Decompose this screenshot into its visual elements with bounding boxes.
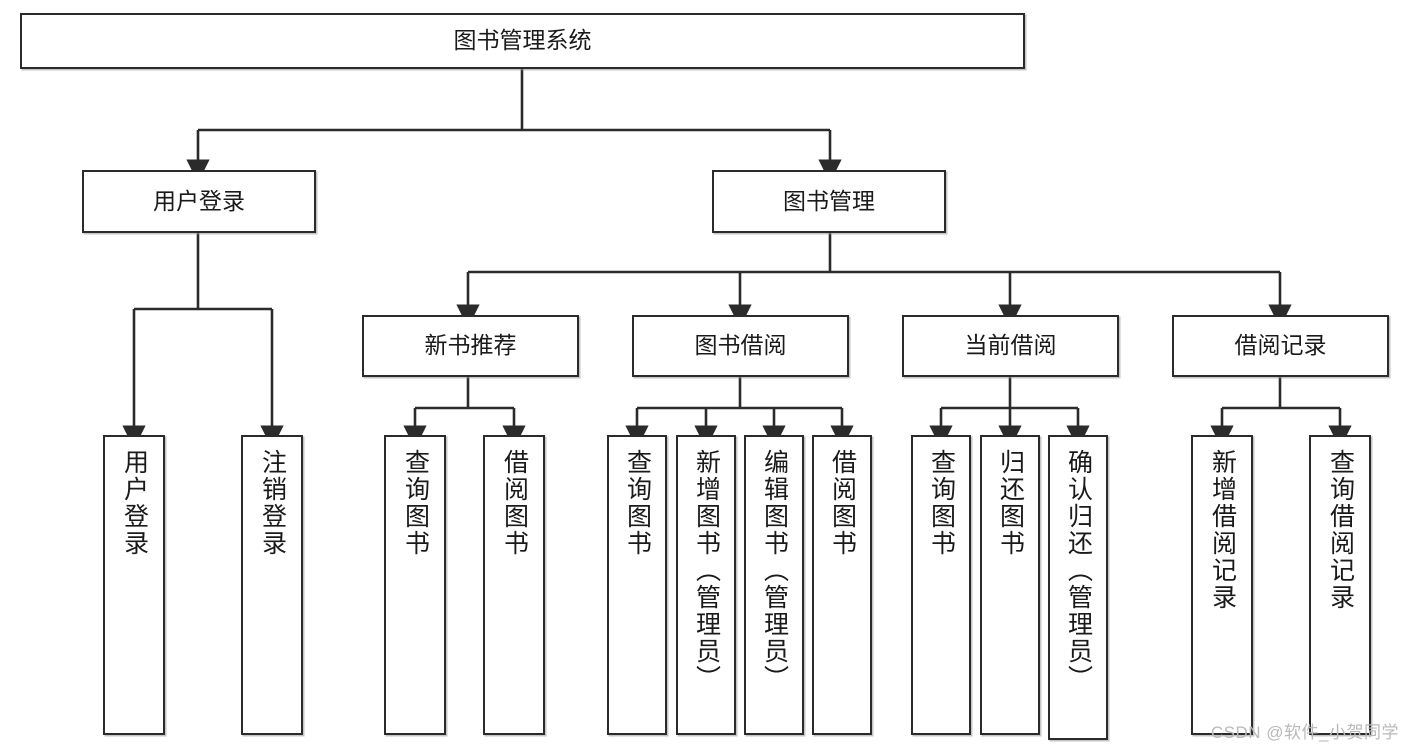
node-book-management[interactable]: 图书管理 bbox=[712, 170, 946, 233]
node-leaf-user-login[interactable]: 用户登录 bbox=[103, 435, 165, 735]
node-root[interactable]: 图书管理系统 bbox=[20, 13, 1025, 69]
node-leaf-add-record[interactable]: 新增借阅记录 bbox=[1191, 435, 1253, 735]
node-new-book-recommend-label: 新书推荐 bbox=[424, 332, 517, 359]
node-leaf-return-book-label: 归还图书 bbox=[996, 449, 1025, 557]
node-root-label: 图书管理系统 bbox=[453, 27, 592, 54]
node-leaf-edit-book-label: 编辑图书（管理员） bbox=[760, 449, 789, 692]
node-borrow-record-label: 借阅记录 bbox=[1234, 332, 1327, 359]
node-leaf-add-book[interactable]: 新增图书（管理员） bbox=[676, 435, 736, 735]
node-leaf-edit-book[interactable]: 编辑图书（管理员） bbox=[744, 435, 804, 735]
node-leaf-borrow-book-2[interactable]: 借阅图书 bbox=[812, 435, 872, 735]
node-leaf-logout-login[interactable]: 注销登录 bbox=[241, 435, 303, 735]
node-leaf-add-book-label: 新增图书（管理员） bbox=[692, 449, 721, 692]
node-leaf-query-book-2-label: 查询图书 bbox=[623, 449, 652, 557]
node-leaf-query-book-3-label: 查询图书 bbox=[927, 449, 956, 557]
node-user-login[interactable]: 用户登录 bbox=[82, 170, 316, 233]
node-leaf-borrow-book-1[interactable]: 借阅图书 bbox=[483, 435, 545, 735]
node-leaf-query-record-label: 查询借阅记录 bbox=[1326, 449, 1355, 611]
node-leaf-query-book-2[interactable]: 查询图书 bbox=[607, 435, 667, 735]
node-leaf-logout-login-label: 注销登录 bbox=[258, 449, 287, 557]
node-leaf-confirm-return[interactable]: 确认归还（管理员） bbox=[1048, 435, 1108, 740]
node-leaf-borrow-book-1-label: 借阅图书 bbox=[500, 449, 529, 557]
node-current-borrow[interactable]: 当前借阅 bbox=[902, 315, 1119, 377]
node-leaf-query-book-3[interactable]: 查询图书 bbox=[911, 435, 971, 735]
node-book-management-label: 图书管理 bbox=[783, 187, 875, 214]
node-leaf-add-record-label: 新增借阅记录 bbox=[1208, 449, 1237, 611]
node-leaf-borrow-book-2-label: 借阅图书 bbox=[828, 449, 857, 557]
node-borrow-record[interactable]: 借阅记录 bbox=[1172, 315, 1389, 377]
node-leaf-query-book-1-label: 查询图书 bbox=[401, 449, 430, 557]
node-new-book-recommend[interactable]: 新书推荐 bbox=[362, 315, 579, 377]
node-book-borrow[interactable]: 图书借阅 bbox=[632, 315, 849, 377]
node-current-borrow-label: 当前借阅 bbox=[964, 332, 1057, 359]
node-user-login-label: 用户登录 bbox=[153, 187, 245, 214]
node-book-borrow-label: 图书借阅 bbox=[694, 332, 787, 359]
node-leaf-user-login-label: 用户登录 bbox=[120, 449, 149, 557]
node-leaf-confirm-return-label: 确认归还（管理员） bbox=[1064, 449, 1093, 692]
node-leaf-query-record[interactable]: 查询借阅记录 bbox=[1309, 435, 1371, 735]
node-leaf-query-book-1[interactable]: 查询图书 bbox=[384, 435, 446, 735]
node-leaf-return-book[interactable]: 归还图书 bbox=[980, 435, 1040, 735]
